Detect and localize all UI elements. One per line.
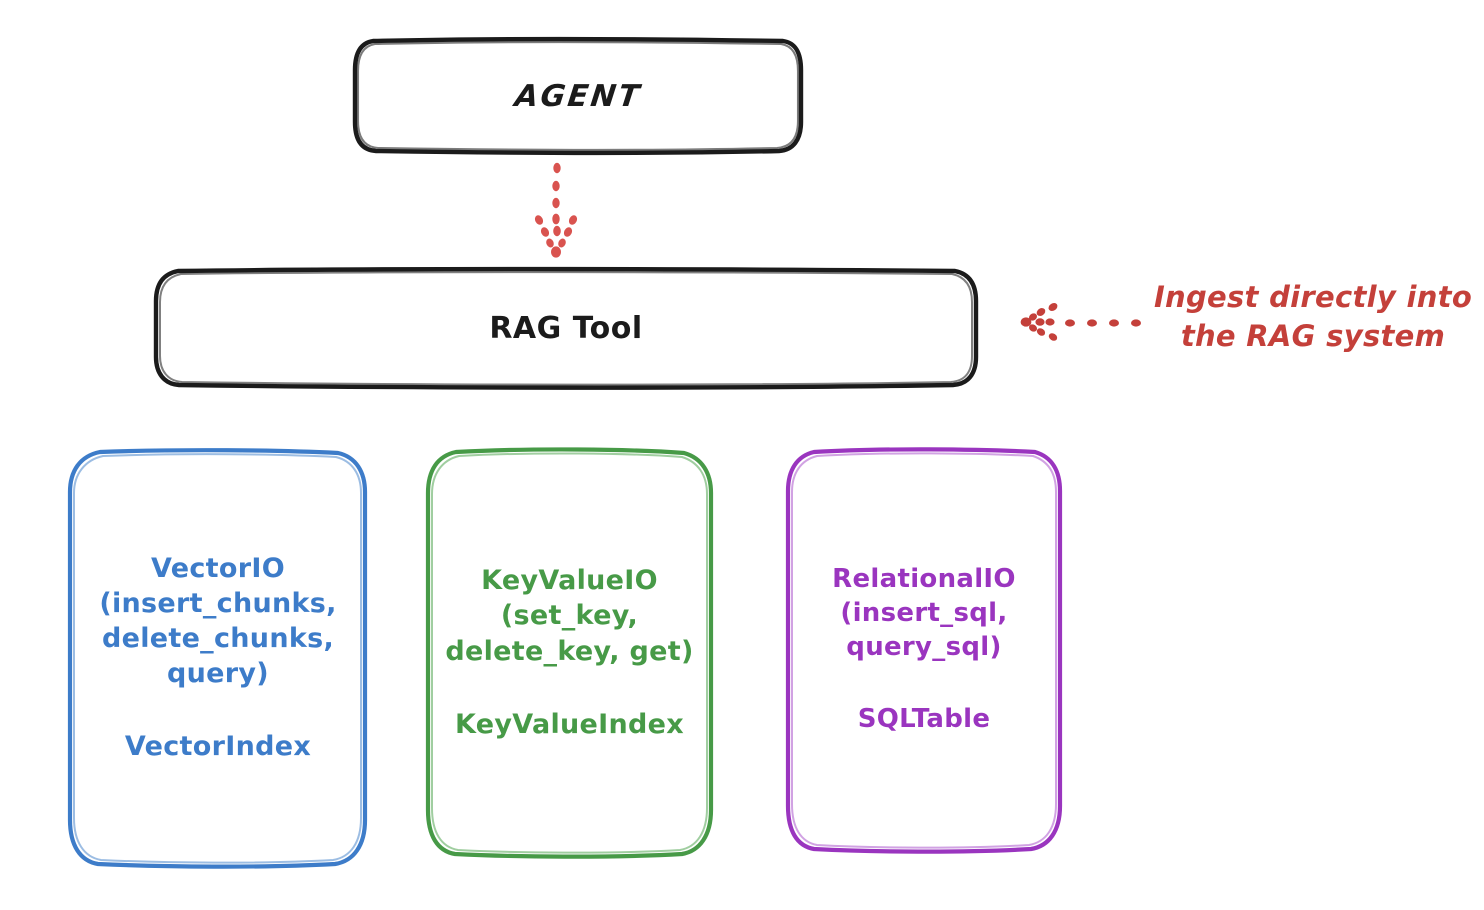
key-value-io-box-outline — [425, 447, 714, 859]
vector-io-node[interactable]: VectorIO (insert_chunks, delete_chunks, … — [70, 450, 366, 865]
agent-label: AGENT — [513, 78, 644, 114]
agent-node[interactable]: AGENT — [355, 40, 802, 152]
relational-io-box-outline — [785, 447, 1063, 854]
relational-io-api-label: RelationalIO (insert_sql, query_sql) — [832, 564, 1016, 662]
vector-io-box-outline — [67, 448, 368, 869]
ingest-annotation: Ingest directly into the RAG system — [1153, 280, 1473, 353]
key-value-io-node[interactable]: KeyValueIO (set_key, delete_key, get) Ke… — [428, 450, 711, 855]
rag-tool-box-outline — [153, 266, 979, 390]
relational-io-node[interactable]: RelationalIO (insert_sql, query_sql) SQL… — [788, 450, 1060, 850]
agent-box-outline — [352, 36, 804, 156]
rag-tool-node[interactable]: RAG Tool — [155, 270, 977, 386]
agent-to-rag-connector — [534, 162, 578, 258]
vector-io-api-label: VectorIO (insert_chunks, delete_chunks, … — [99, 552, 337, 690]
relational-io-index-label: SQLTable — [857, 703, 991, 734]
note-to-rag-connector — [1020, 302, 1141, 341]
rag-tool-label: RAG Tool — [489, 310, 643, 346]
key-value-io-index-label: KeyValueIndex — [454, 708, 684, 740]
vector-io-index-label: VectorIndex — [124, 731, 312, 763]
key-value-io-api-label: KeyValueIO (set_key, delete_key, get) — [445, 565, 694, 667]
